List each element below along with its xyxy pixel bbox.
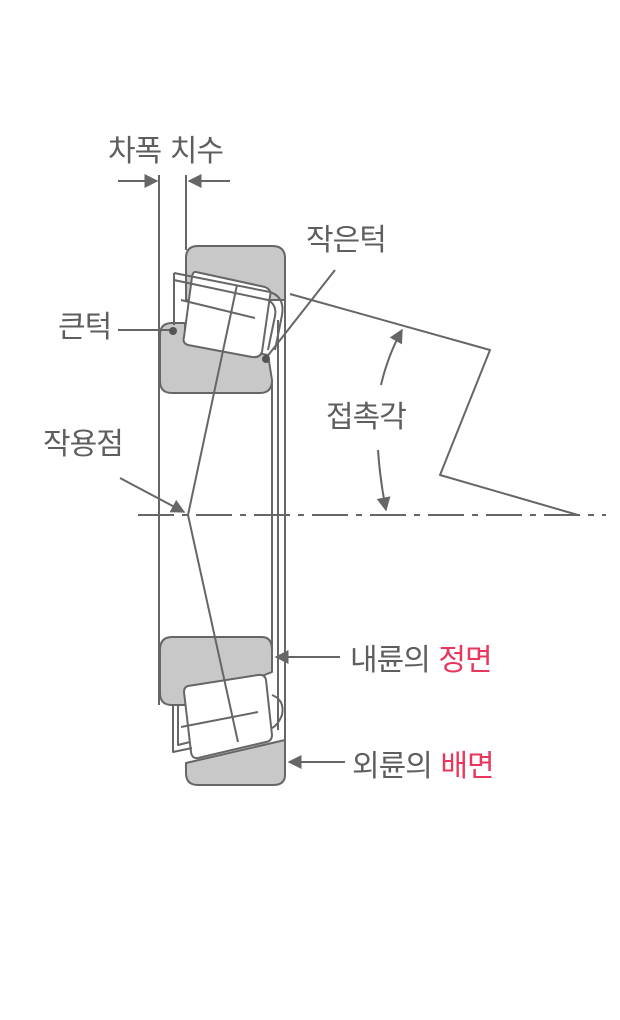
roller-bottom xyxy=(183,673,273,760)
inner-ring-face-prefix: 내륜의 xyxy=(350,643,431,678)
width-dimension-lines xyxy=(118,174,230,705)
outer-ring-bottom xyxy=(185,739,286,786)
contact-angle-lines xyxy=(289,293,579,516)
inner-ring-face-label: 내륜의 정면 xyxy=(350,643,493,678)
inner-ring-bottom xyxy=(159,636,273,706)
outer-ring-face-accent: 배면 xyxy=(440,749,494,784)
contact-angle-label: 접촉각 xyxy=(326,400,407,435)
load-line xyxy=(187,284,238,516)
small-rib-label: 작은턱 xyxy=(306,223,387,258)
outer-ring-face-prefix: 외륜의 xyxy=(352,749,433,784)
outer-ring-face-label: 외륜의 배면 xyxy=(352,749,495,784)
width-dimension-label: 차폭 치수 xyxy=(108,134,224,169)
large-rib-label: 큰턱 xyxy=(58,310,112,345)
load-center-label: 작용점 xyxy=(43,427,124,462)
inner-ring-face-accent: 정면 xyxy=(438,643,492,678)
